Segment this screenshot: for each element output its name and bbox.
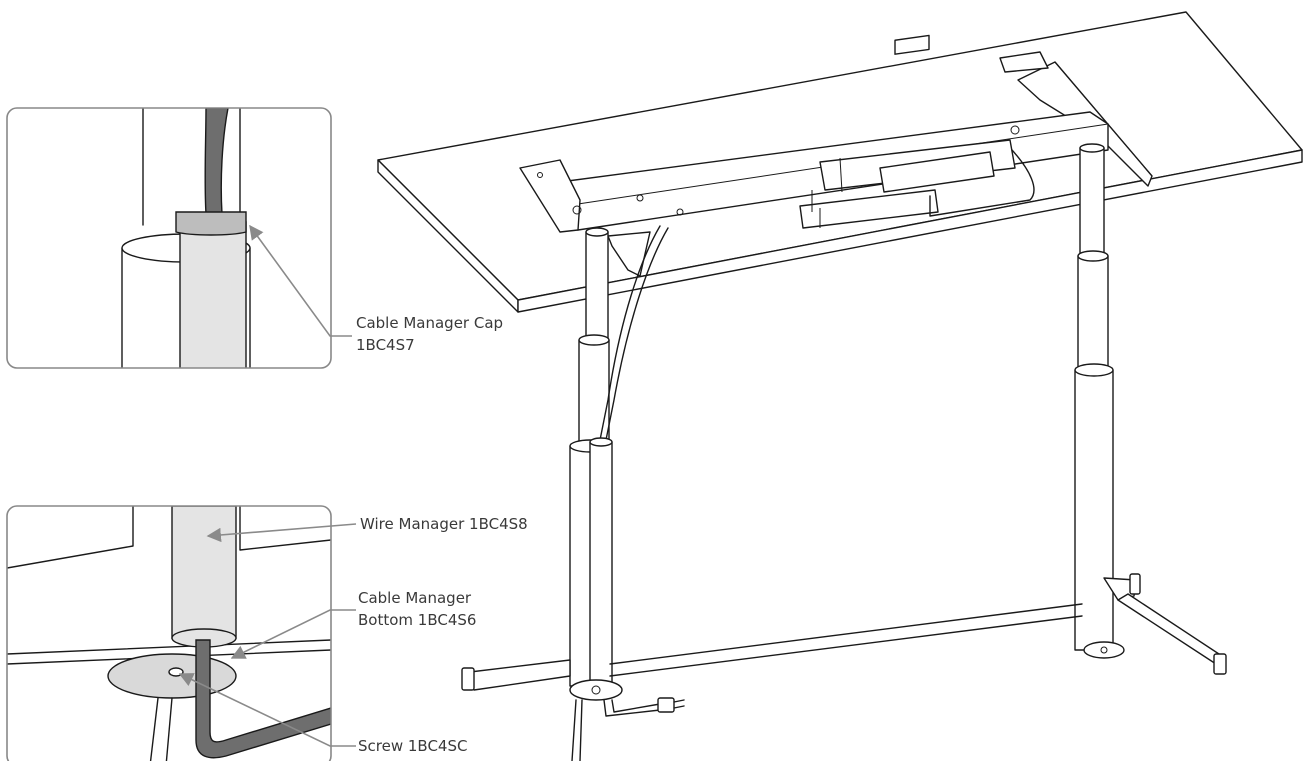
left-side-bracket: [519, 159, 651, 277]
inset-frame-bottom: [6, 505, 332, 761]
leader-cable-manager-cap: [249, 224, 352, 337]
leader-wire-manager: [206, 523, 357, 543]
label-cable-manager-bottom-line2: Bottom 1BC4S6: [358, 611, 476, 629]
desk-drawing: [377, 11, 1303, 761]
right-leg: [1074, 143, 1114, 651]
inset-cable-manager-cap: [6, 107, 352, 369]
floor-lines: [609, 603, 1083, 677]
label-cable-manager-cap-line1: Cable Manager Cap: [356, 314, 503, 332]
right-foot: [1083, 573, 1227, 675]
leader-cable-manager-bottom: [230, 609, 356, 659]
inset-frame-top: [6, 107, 332, 369]
label-cable-manager-cap-line2: 1BC4S7: [356, 336, 415, 354]
inset-cable-manager-bottom: [6, 505, 357, 761]
label-screw: Screw 1BC4SC: [358, 737, 467, 755]
label-wire-manager: Wire Manager 1BC4S8: [360, 515, 528, 533]
label-cable-manager-bottom-line1: Cable Manager: [358, 589, 472, 607]
left-foot: [461, 659, 685, 761]
leader-screw: [178, 673, 356, 747]
